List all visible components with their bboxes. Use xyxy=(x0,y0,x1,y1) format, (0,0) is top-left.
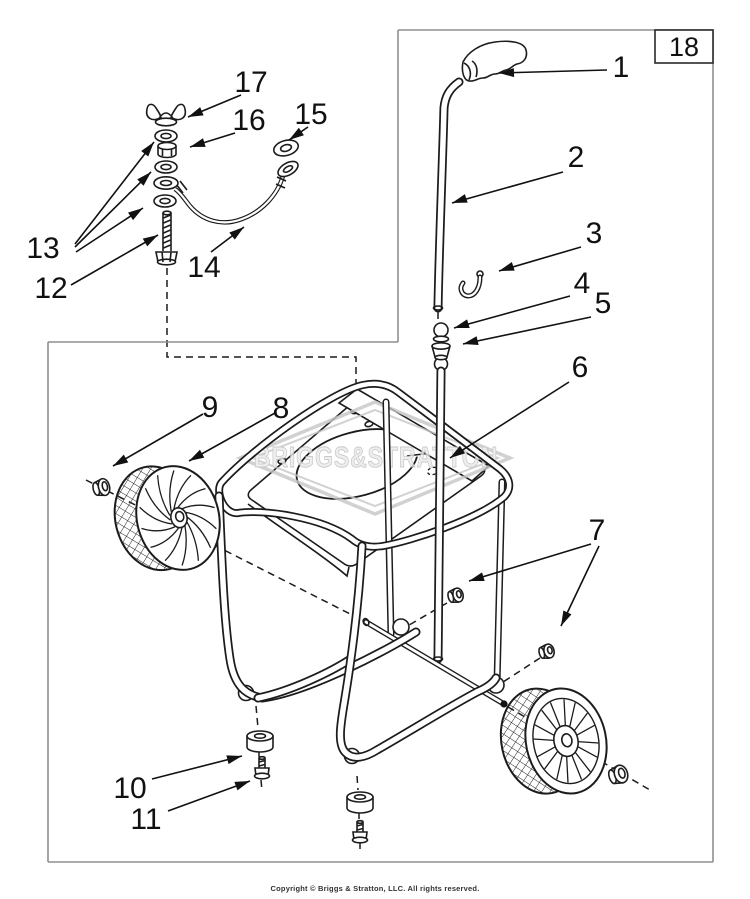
callout-3: 3 xyxy=(498,217,603,272)
figure-number: 18 xyxy=(669,32,699,62)
handle-grip-1 xyxy=(461,40,528,82)
svg-text:17: 17 xyxy=(234,66,267,99)
push-cap-7b xyxy=(538,643,555,660)
svg-text:10: 10 xyxy=(113,772,146,805)
callout-16: 16 xyxy=(189,104,266,148)
wheel-left xyxy=(113,465,221,572)
callout-9: 9 xyxy=(112,391,219,467)
callout-4: 4 xyxy=(453,267,591,329)
washer-13c-hole xyxy=(159,197,171,205)
svg-text:5: 5 xyxy=(595,287,612,320)
axle-bracket xyxy=(392,618,410,636)
svg-text:6: 6 xyxy=(572,351,589,384)
svg-text:12: 12 xyxy=(34,272,67,305)
hex-nut-16 xyxy=(157,141,177,159)
callout-7: 7 xyxy=(468,514,606,627)
bushing-part-5 xyxy=(431,341,451,361)
svg-text:7: 7 xyxy=(589,514,606,547)
top-rim-tube xyxy=(215,379,514,551)
hook-3 xyxy=(458,270,484,299)
callout-17: 17 xyxy=(187,66,268,118)
washer-15 xyxy=(272,139,300,157)
washer-13a-hole xyxy=(160,132,172,140)
foot-bolt-11a xyxy=(253,755,271,780)
push-cap-7a xyxy=(447,587,464,604)
svg-text:4: 4 xyxy=(574,267,591,300)
cart-frame xyxy=(214,356,514,765)
ground-cable-14 xyxy=(153,160,299,225)
foot-bolt-11b xyxy=(351,819,369,844)
rubber-foot-10b xyxy=(346,791,374,814)
svg-text:11: 11 xyxy=(130,803,161,836)
callout-2: 2 xyxy=(451,141,585,204)
callout-12: 12 xyxy=(34,234,159,305)
panel-borders xyxy=(47,29,714,863)
callout-15: 15 xyxy=(288,98,328,141)
svg-text:9: 9 xyxy=(202,391,219,424)
panel-screw-hole xyxy=(277,457,287,465)
wheel-right xyxy=(499,687,608,795)
hubcap-right xyxy=(607,764,629,785)
svg-text:2: 2 xyxy=(568,141,585,174)
carriage-bolt-12 xyxy=(155,210,178,266)
callout-13: 13 xyxy=(26,141,155,265)
svg-text:8: 8 xyxy=(273,392,290,425)
watermark-text: BRIGGS&STRATTON xyxy=(254,440,498,473)
callout-11: 11 xyxy=(130,780,251,836)
svg-text:14: 14 xyxy=(187,251,220,284)
copyright-text: Copyright © Briggs & Stratton, LLC. All … xyxy=(271,884,480,893)
svg-text:13: 13 xyxy=(26,232,59,265)
callout-8: 8 xyxy=(188,392,290,462)
callout-1: 1 xyxy=(498,51,630,84)
wing-nut-17 xyxy=(145,103,187,127)
washer-13b-hole xyxy=(160,163,172,171)
cap-part-4 xyxy=(432,322,450,343)
callout-14: 14 xyxy=(187,226,245,284)
handle-tube-2 xyxy=(432,77,464,313)
rubber-foot-10a xyxy=(246,730,274,753)
svg-text:15: 15 xyxy=(294,98,327,131)
callout-5: 5 xyxy=(462,287,612,345)
handle-receiver-tube xyxy=(432,356,449,664)
callout-10: 10 xyxy=(113,755,243,805)
callout-6: 6 xyxy=(449,351,589,459)
svg-text:3: 3 xyxy=(586,217,603,250)
callouts: 1 2 3 4 5 6 7 8 9 10 11 12 13 xyxy=(26,51,629,836)
svg-text:16: 16 xyxy=(232,104,265,137)
svg-text:1: 1 xyxy=(613,51,630,84)
hubcap-left xyxy=(92,477,111,497)
figure-number-box: 18 xyxy=(654,29,714,64)
